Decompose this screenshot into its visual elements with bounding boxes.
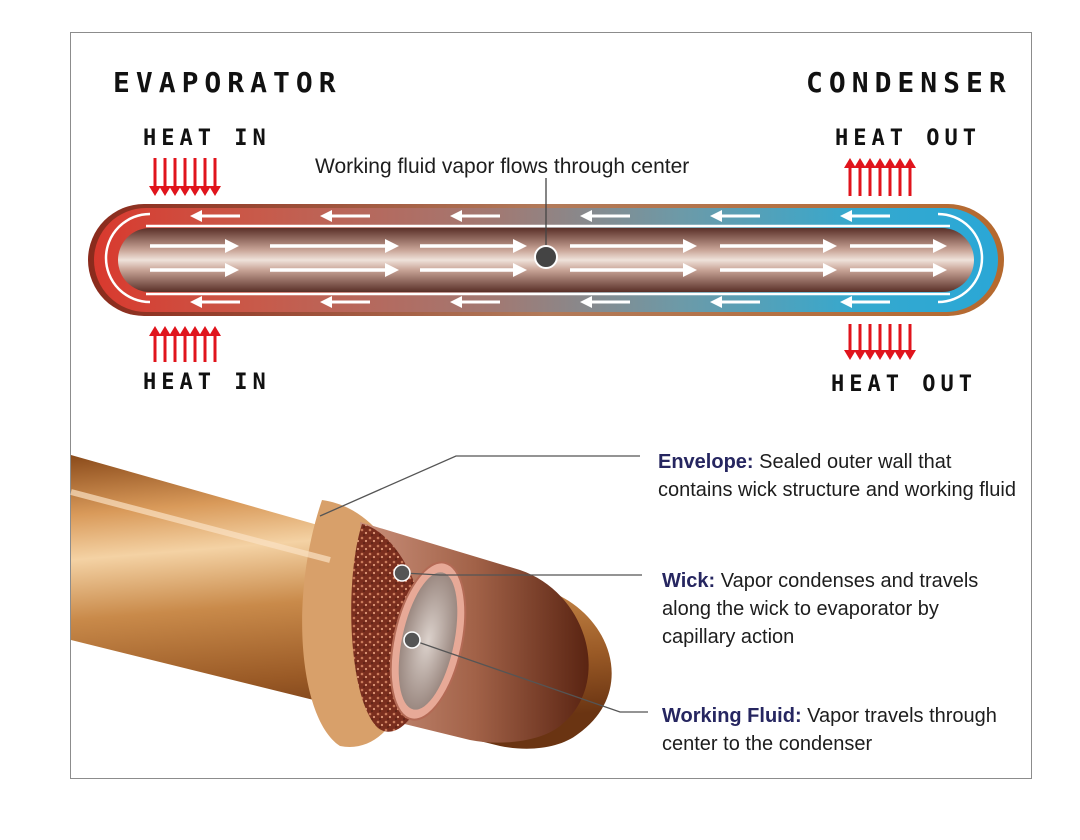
wick-leader: [403, 572, 642, 576]
callout-leaders: [319, 455, 648, 713]
left-loop-arrow: [104, 212, 151, 304]
heat-out-top-label: HEAT OUT: [835, 126, 981, 151]
wick-description: Vapor condenses and travels along the wi…: [662, 570, 979, 648]
heat-in-bottom-label: HEAT IN: [143, 370, 271, 395]
right-loop-arrow: [937, 212, 984, 304]
heat-out-arrows-top: [844, 158, 916, 196]
pipe-cutaway: [70, 455, 612, 749]
vapor-flow-caption: Working fluid vapor flows through center: [315, 155, 690, 178]
envelope-callout: Envelope: Sealed outer wall that contain…: [658, 448, 1028, 504]
heat-in-arrows-top: [149, 158, 221, 196]
envelope-term: Envelope:: [658, 451, 754, 473]
working-fluid-callout: Working Fluid: Vapor travels through cen…: [662, 702, 1032, 758]
working-fluid-description: Vapor travels through center to the cond…: [662, 705, 997, 755]
heat-pipe-cross-section: [88, 178, 1004, 316]
envelope-description: Sealed outer wall that contains wick str…: [658, 451, 1016, 501]
wick-callout: Wick: Vapor condenses and travels along …: [662, 567, 1007, 651]
vapor-flow-arrows: [150, 239, 947, 277]
heat-out-bottom-label: HEAT OUT: [831, 372, 977, 397]
condenser-label: CONDENSER: [806, 66, 1012, 99]
working-fluid-term: Working Fluid:: [662, 705, 802, 727]
evaporator-label: EVAPORATOR: [113, 66, 342, 99]
heat-out-arrows-bottom: [844, 324, 916, 360]
working-fluid-leader: [411, 639, 648, 713]
envelope-leader: [319, 455, 640, 517]
working-fluid-callout-dot: [403, 631, 421, 649]
wick-term: Wick:: [662, 570, 716, 592]
heat-in-top-label: HEAT IN: [143, 126, 271, 151]
heat-in-arrows-bottom: [149, 326, 221, 362]
wick-callout-dot: [393, 564, 411, 582]
vapor-callout-dot: [534, 245, 558, 269]
working-fluid-core: [398, 572, 458, 710]
